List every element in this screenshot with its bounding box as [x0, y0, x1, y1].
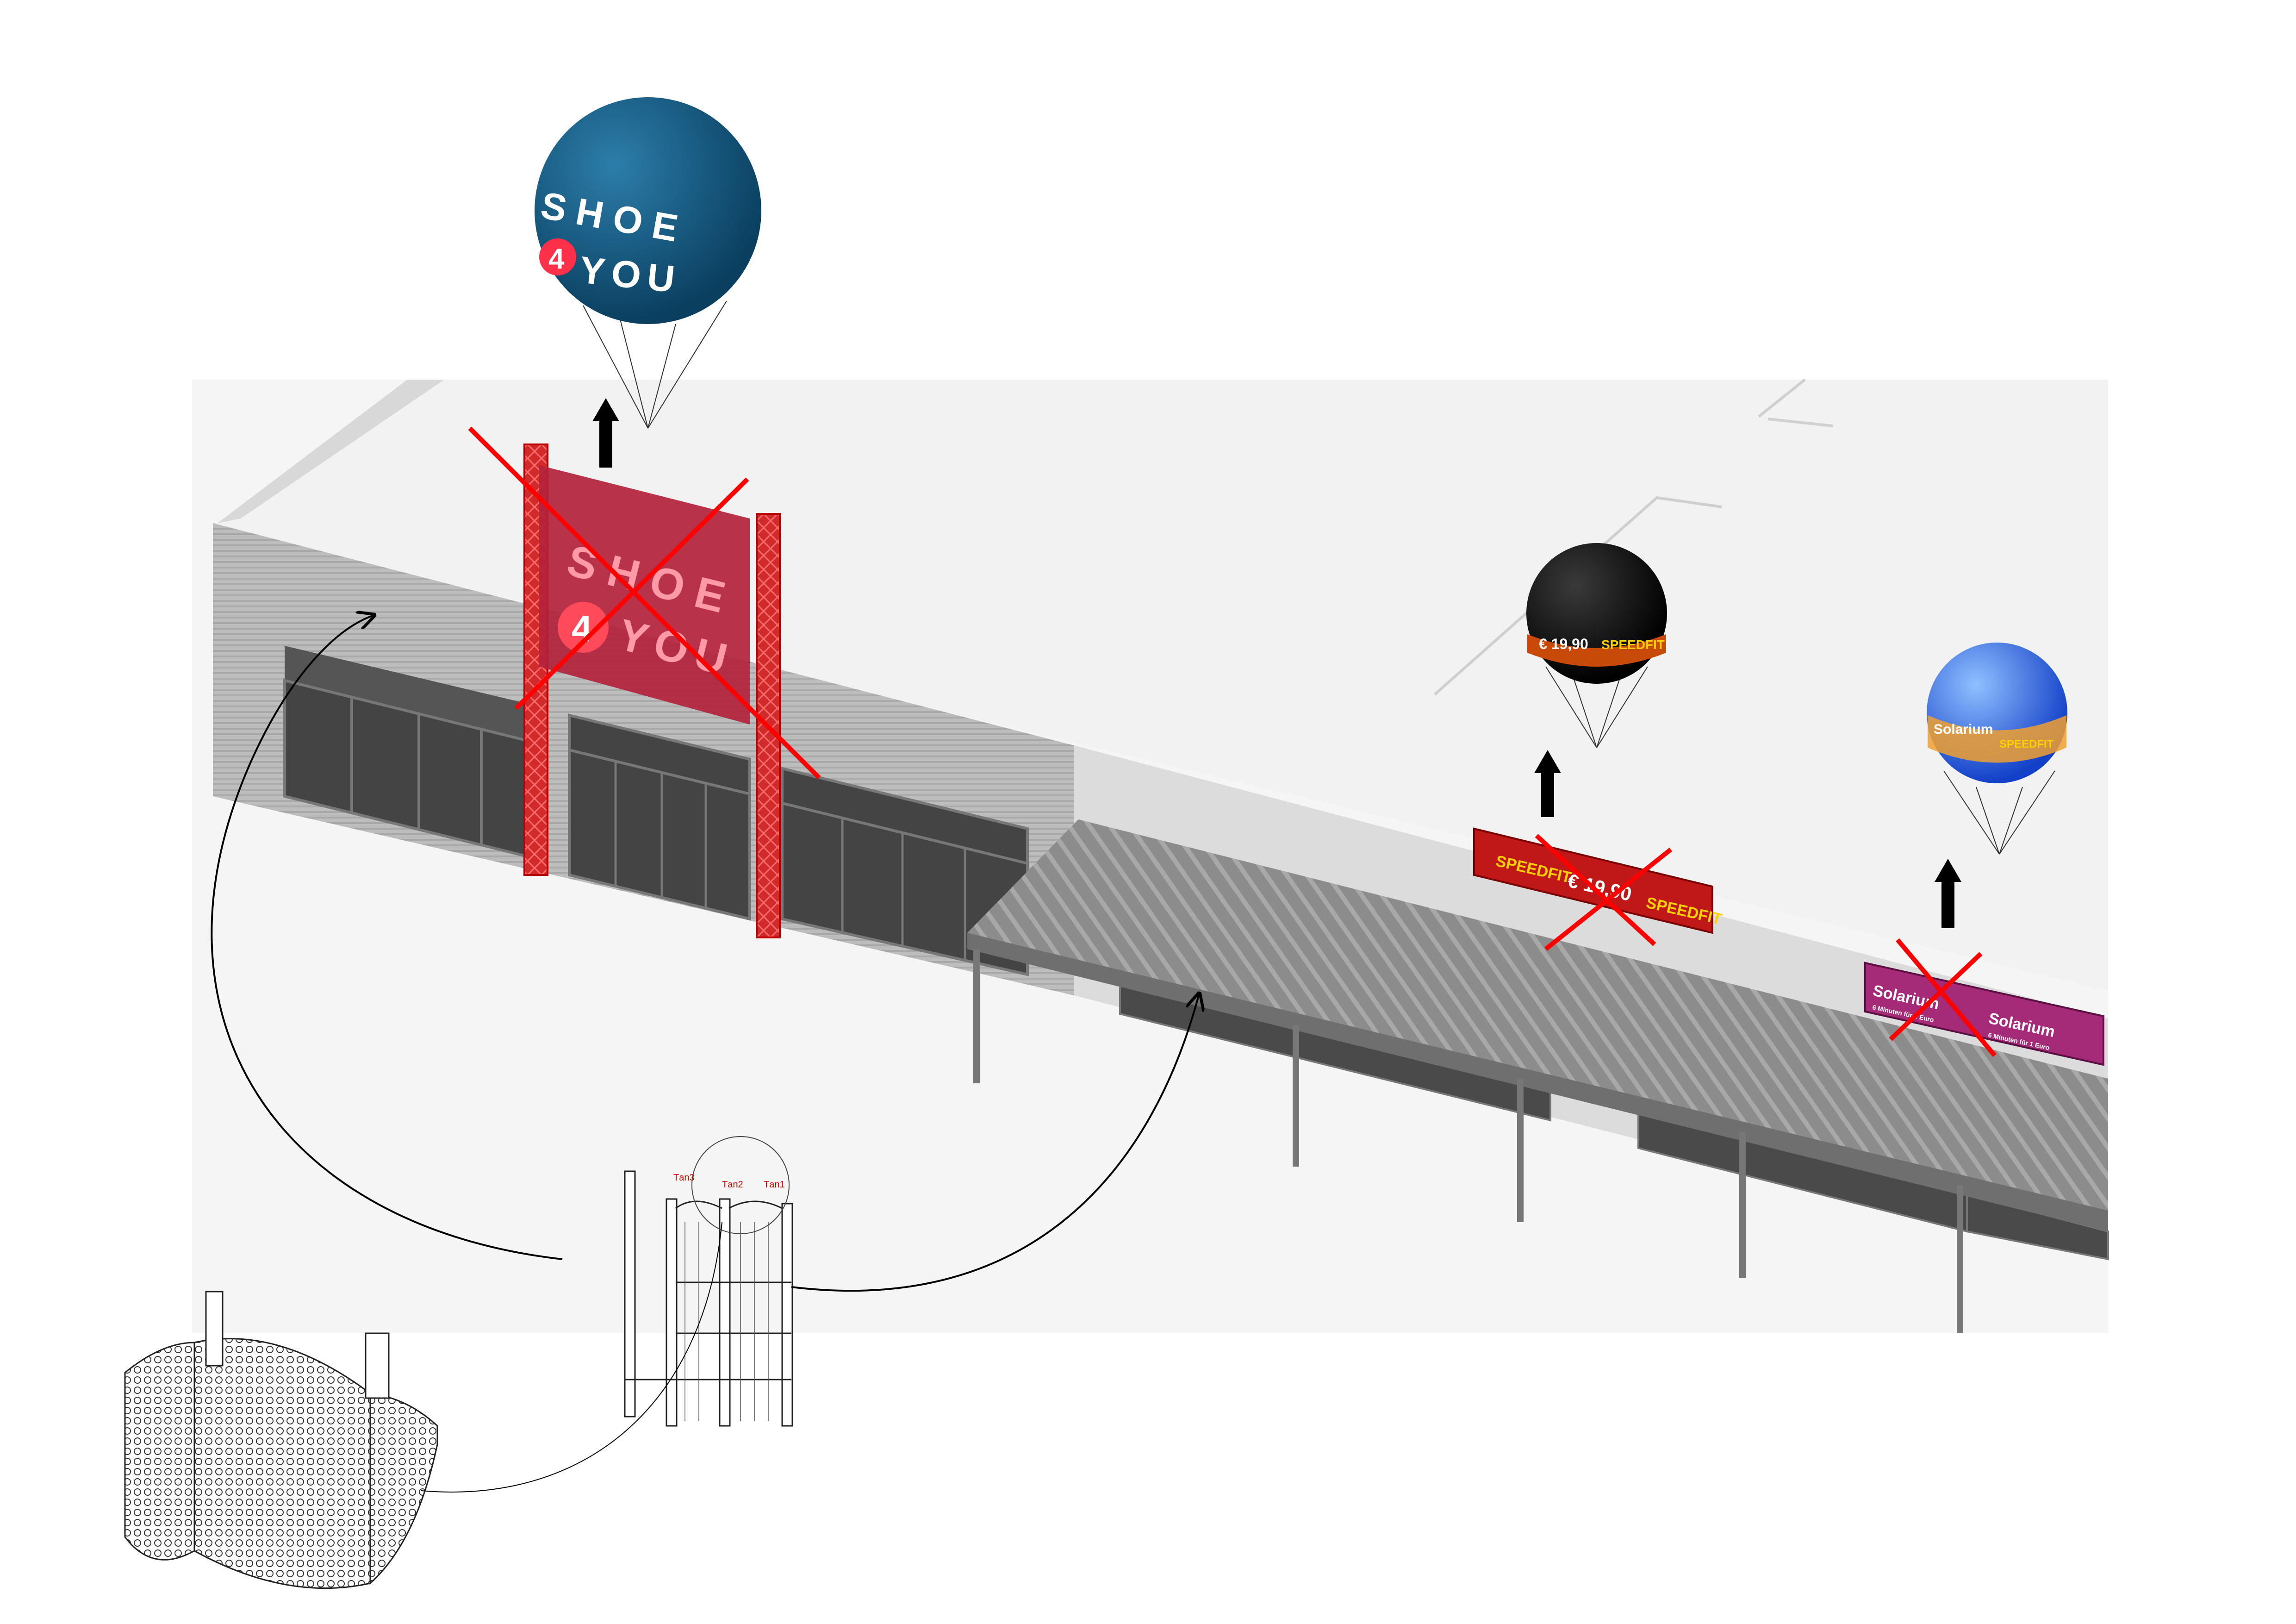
balloon-shoe-4: 4 [548, 243, 565, 275]
removal-mark-speedfit [1535, 834, 1673, 951]
balloon-shoe-4-badge [539, 238, 576, 275]
canopy [967, 819, 2108, 1222]
balloon-shoe4you: SHOE 4 YOU [535, 97, 761, 429]
removal-mark-solarium [1889, 938, 1997, 1057]
perforated-panel-detail [124, 1291, 438, 1589]
balloon-solarium: Solarium SPEEDFIT [1927, 643, 2067, 855]
old-sign-speedfit: SPEEDFIT € 19,90 SPEEDFIT [1473, 827, 1724, 934]
balloon-speedfit-brand: SPEEDFIT [1601, 637, 1665, 652]
column-detail: Tаn3 Tаn2 Tаn1 [624, 1136, 793, 1427]
perforated-panel [124, 1342, 195, 1561]
detail-label-2: Tаn2 [722, 1180, 743, 1190]
balloon-solarium-title: Solarium [1934, 722, 1993, 737]
roof-hatch-1 [1434, 496, 1722, 696]
balloon-shoe-sphere [535, 97, 761, 324]
balloon-tethers [1545, 666, 1648, 748]
up-arrow-shoe [592, 398, 619, 468]
curve-to-facade [211, 616, 563, 1260]
curve-to-canopy [791, 995, 1199, 1292]
balloon-solarium-brand: SPEEDFIT [1999, 738, 2054, 750]
connector-curves [211, 616, 1199, 1493]
balloon-tethers [583, 300, 727, 429]
balloon-speedfit: € 19,90 SPEEDFIT [1526, 543, 1667, 748]
up-arrow-solarium [1935, 859, 1961, 928]
canopy-columns [973, 949, 1963, 1333]
panel-post-2 [365, 1332, 390, 1399]
solarium-panel [1864, 962, 2104, 1066]
balloon-tethers [1943, 770, 2055, 855]
curve-detail-link [421, 1222, 722, 1493]
canopy-fascia [967, 933, 2108, 1231]
balloon-speedfit-price: € 19,90 [1539, 636, 1588, 652]
old-sign-solarium: Solarium 6 Minuten für 1 Euro Solarium 6… [1864, 962, 2104, 1066]
roof-hatch-2 [1758, 378, 1833, 427]
roof-parapet [218, 380, 444, 523]
balloon-solarium-band [1928, 715, 2066, 763]
up-arrows [592, 398, 1961, 928]
panel-post-1 [205, 1291, 224, 1367]
removal-mark-shoe4you [468, 426, 821, 780]
detail-label-1: Tаn3 [673, 1173, 695, 1183]
old-sign-4-badge [558, 602, 609, 653]
detail-label-3: Tаn1 [764, 1180, 785, 1190]
balloon-speedfit-band [1527, 634, 1666, 667]
shopfront-windows-left [283, 646, 1029, 976]
up-arrow-speedfit [1534, 750, 1561, 817]
speedfit-panel [1473, 827, 1713, 934]
